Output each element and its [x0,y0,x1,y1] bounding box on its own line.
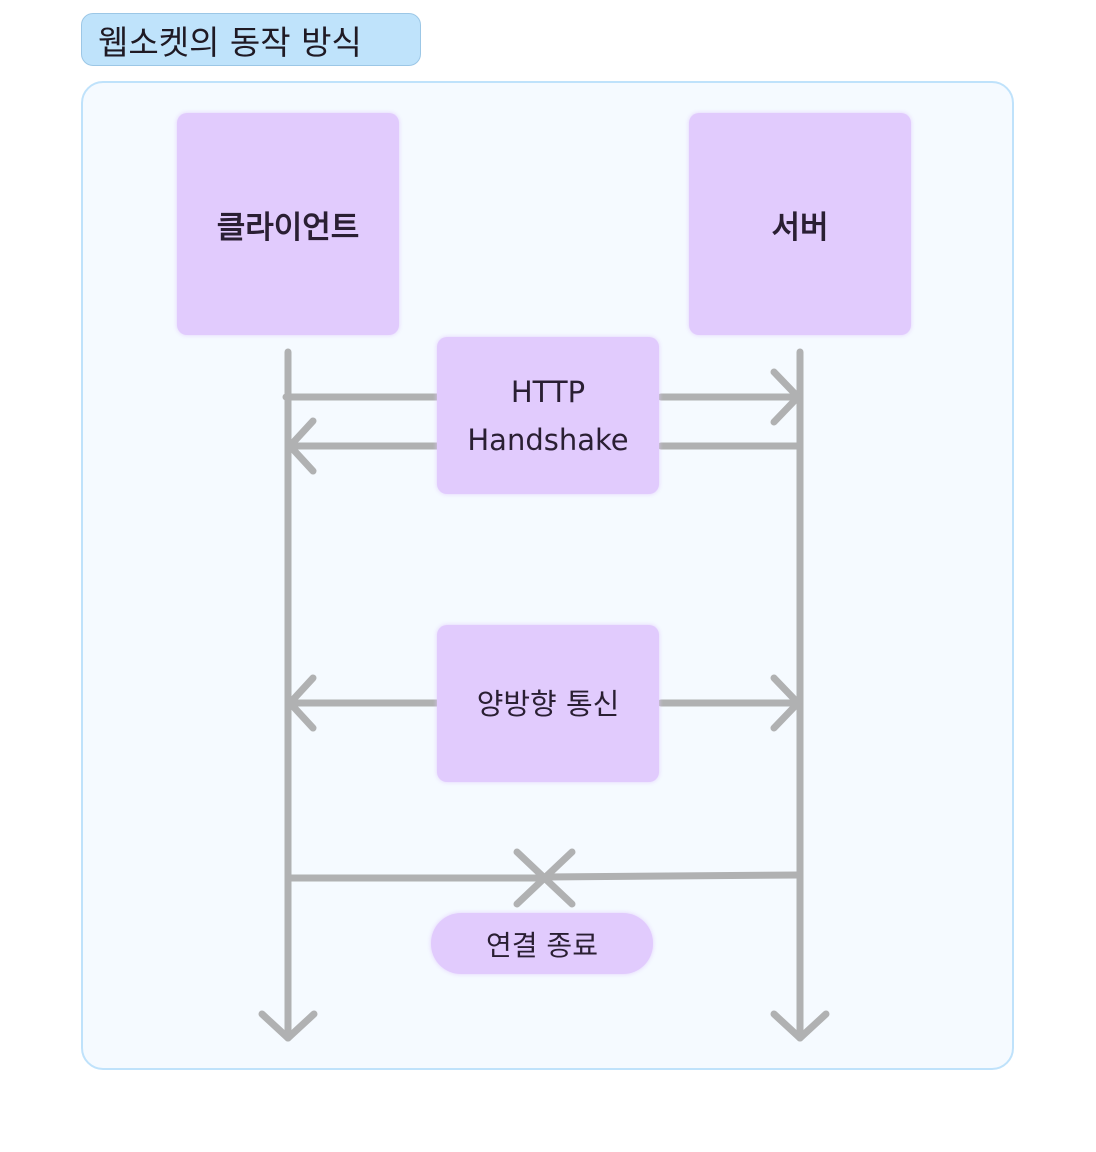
server-actor: 서버 [689,113,911,335]
bidirectional-arrow [286,674,802,732]
handshake-response-arrow [286,417,802,475]
handshake-label-line2: Handshake [467,422,629,457]
arrow-left-icon [286,674,317,732]
close-x-icon [513,848,576,908]
http-handshake-node: HTTP Handshake [437,337,659,494]
arrow-right-icon [770,674,802,732]
handshake-label-line1: HTTP [510,374,586,409]
handshake-request-arrow [282,368,802,426]
client-lifeline [258,348,318,1042]
arrow-left-icon [286,417,317,475]
bidirectional-communication-node: 양방향 통신 [437,625,659,782]
close-connection-line [286,848,802,908]
arrow-right-icon [770,368,802,426]
client-actor: 클라이언트 [177,113,399,335]
client-lifeline-arrowhead-icon [258,1010,318,1042]
server-lifeline [770,348,830,1042]
diagram-title: 웹소켓의 동작 방식 [81,13,421,66]
connection-close-node: 연결 종료 [431,913,653,974]
server-lifeline-arrowhead-icon [770,1010,830,1042]
